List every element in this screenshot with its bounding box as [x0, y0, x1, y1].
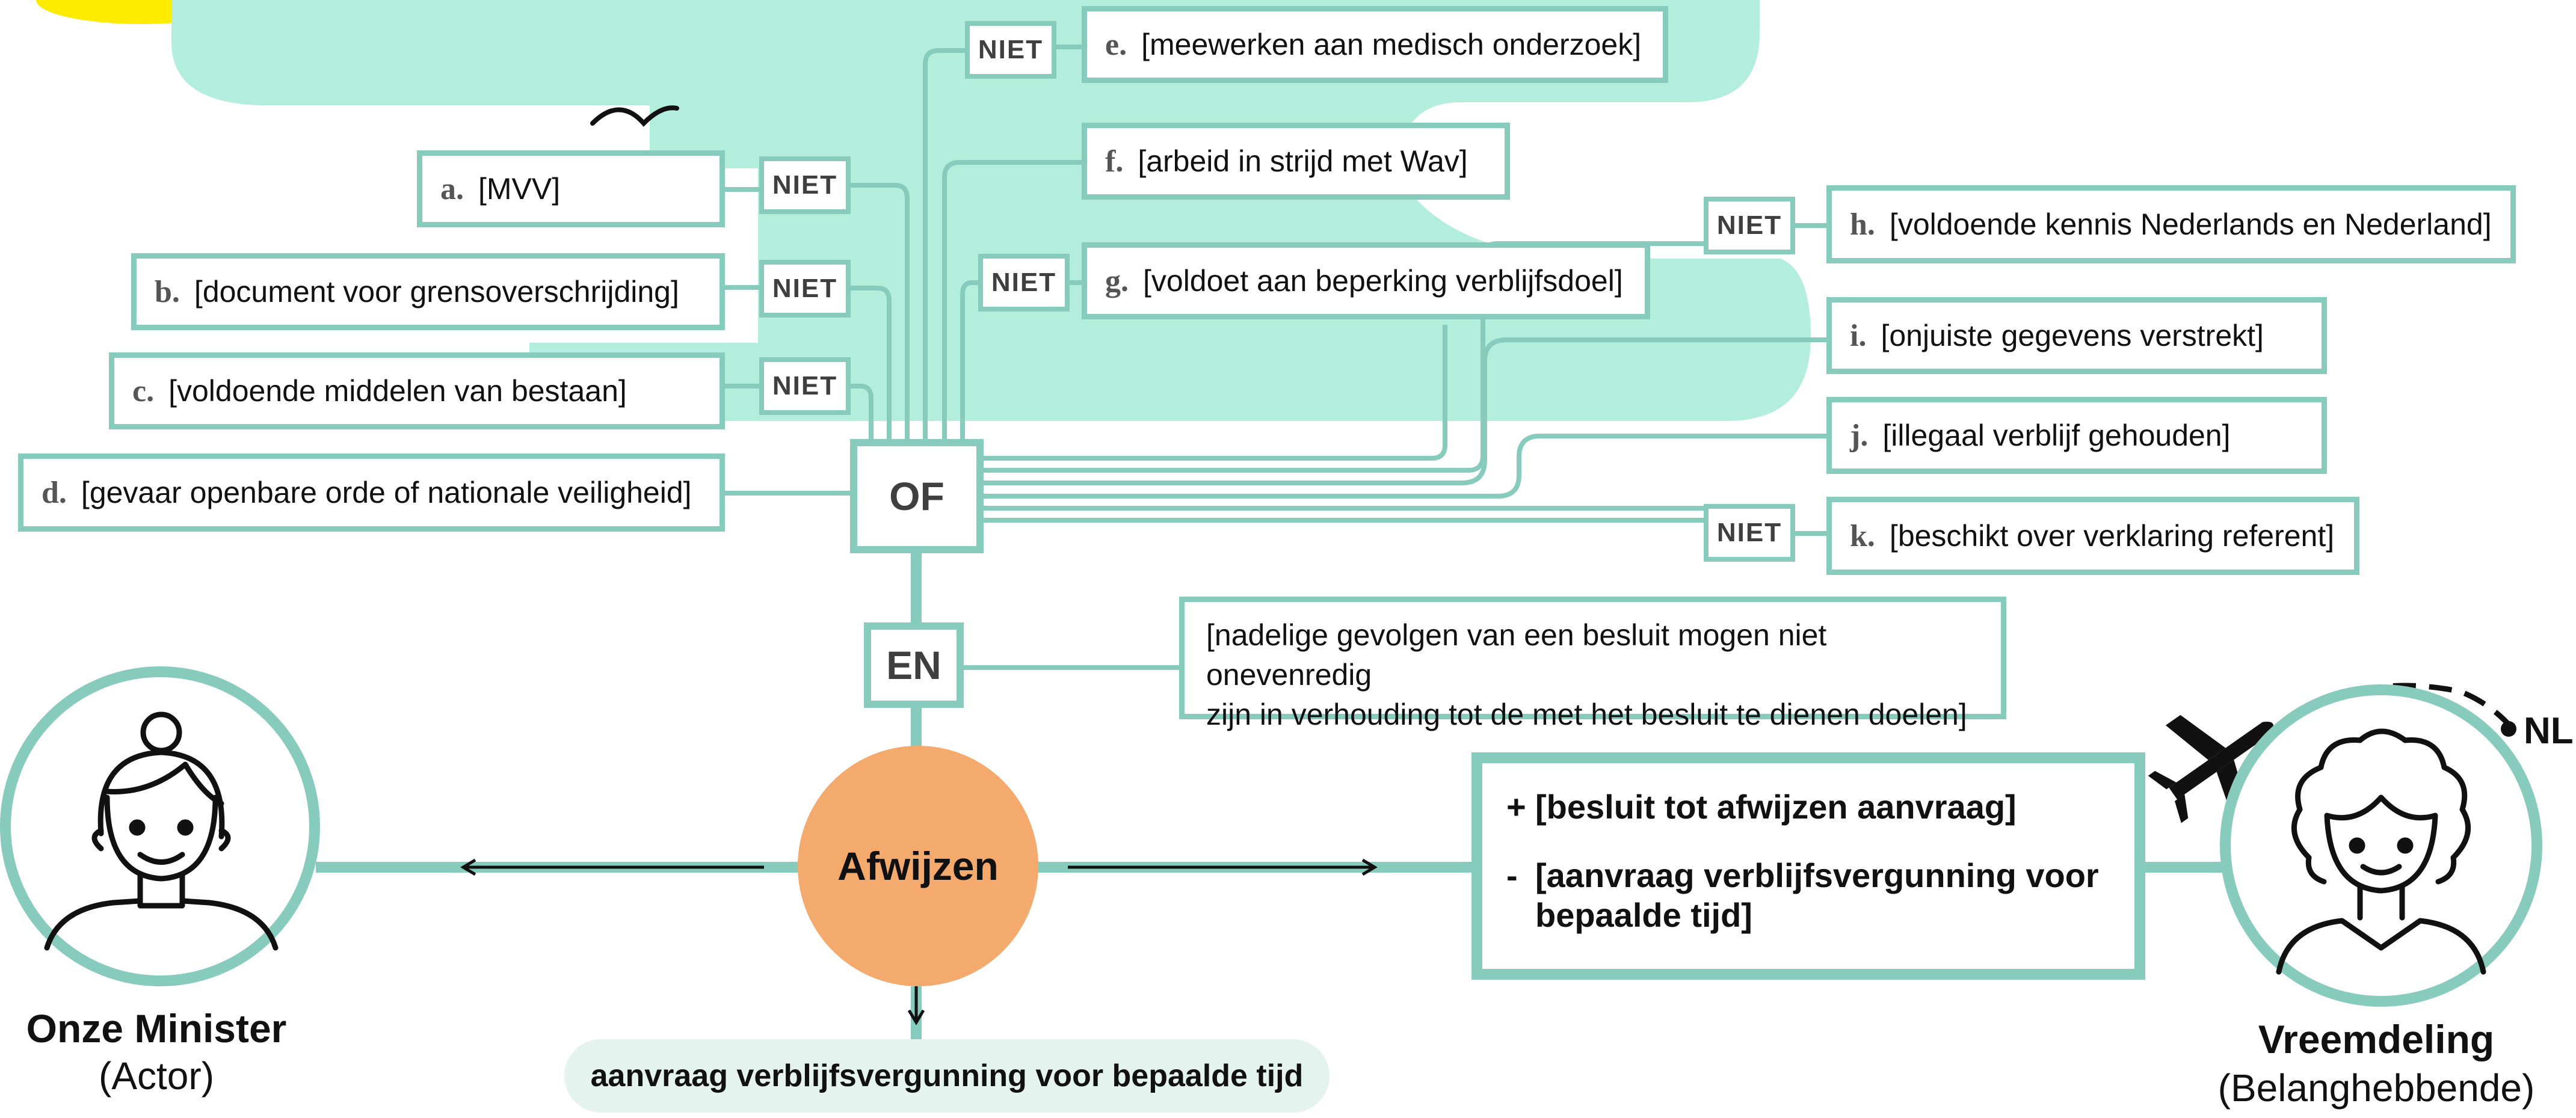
condition-h-text: [voldoende kennis Nederlands en Nederlan…: [1889, 207, 2492, 241]
niet-e: NIET: [965, 21, 1056, 79]
condition-g: g. [voldoet aan beperking verblijfsdoel]: [1082, 242, 1650, 319]
or-operator: OF: [850, 439, 984, 553]
condition-h: h. [voldoende kennis Nederlands en Neder…: [1826, 185, 2516, 263]
and-operator: EN: [864, 622, 964, 708]
niet-g: NIET: [978, 254, 1070, 312]
result-minus-text: [aanvraag verblijfsvergunning voor bepaa…: [1535, 856, 2099, 935]
condition-a: a. [MVV]: [417, 150, 725, 227]
proportionality-condition: [nadelige gevolgen van een besluit mogen…: [1179, 597, 2006, 731]
result-minus-line-2: bepaalde tijd]: [1535, 896, 1752, 934]
destination-label: NL: [2524, 710, 2574, 752]
condition-i-text: [onjuiste gegevens verstrekt]: [1881, 319, 2264, 352]
condition-k-text: [beschikt over verklaring referent]: [1889, 519, 2335, 553]
niet-b: NIET: [759, 260, 851, 318]
minister-avatar-icon: [44, 711, 279, 951]
condition-f-text: [arbeid in strijd met Wav]: [1138, 144, 1468, 178]
flow-arrows: [460, 858, 1378, 1025]
minus-sign: -: [1506, 856, 1518, 894]
niet-c: NIET: [759, 357, 851, 415]
bird-icon: [590, 105, 679, 127]
condition-j: j. [illegaal verblijf gehouden]: [1826, 397, 2327, 474]
stakeholder-name: Vreemdeling: [2258, 1017, 2495, 1061]
condition-b: b. [document voor grensoverschrijding]: [131, 253, 725, 330]
condition-f-letter: f.: [1105, 144, 1124, 179]
actor-name: Onze Minister: [26, 1006, 287, 1051]
condition-j-letter: j.: [1850, 418, 1869, 453]
condition-k-letter: k.: [1850, 518, 1875, 553]
result-plus-row: + [besluit tot afwijzen aanvraag]: [1506, 787, 2110, 827]
condition-i-letter: i.: [1850, 318, 1867, 353]
condition-e-letter: e.: [1105, 27, 1127, 62]
proportionality-line-2: zijn in verhouding tot de met het beslui…: [1206, 698, 1967, 731]
condition-c-letter: c.: [132, 373, 155, 408]
result-box: + [besluit tot afwijzen aanvraag] - [aan…: [1471, 752, 2145, 980]
destination-dot: [2501, 721, 2516, 737]
actor-role: (Actor): [99, 1054, 214, 1098]
niet-a: NIET: [759, 156, 851, 214]
condition-e: e. [meewerken aan medisch onderzoek]: [1082, 6, 1668, 83]
condition-d-letter: d.: [42, 475, 67, 510]
decision-afwijzen: Afwijzen: [798, 746, 1038, 986]
condition-d: d. [gevaar openbare orde of nationale ve…: [18, 453, 725, 532]
object-label: aanvraag verblijfsvergunning voor bepaal…: [564, 1039, 1330, 1113]
condition-e-text: [meewerken aan medisch onderzoek]: [1141, 28, 1642, 61]
niet-h: NIET: [1704, 197, 1795, 254]
condition-b-text: [document voor grensoverschrijding]: [194, 275, 679, 309]
proportionality-line-1: [nadelige gevolgen van een besluit mogen…: [1206, 618, 1827, 692]
condition-b-letter: b.: [155, 274, 180, 309]
condition-j-text: [illegaal verblijf gehouden]: [1882, 419, 2231, 452]
condition-i: i. [onjuiste gegevens verstrekt]: [1826, 297, 2327, 374]
foreigner-avatar: [2220, 684, 2542, 1007]
niet-k: NIET: [1704, 504, 1795, 562]
condition-f: f. [arbeid in strijd met Wav]: [1082, 123, 1510, 200]
foreigner-avatar-icon: [2276, 728, 2486, 975]
condition-g-letter: g.: [1105, 263, 1129, 298]
stakeholder-role: (Belanghebbende): [2217, 1066, 2535, 1110]
condition-a-letter: a.: [440, 171, 464, 206]
result-plus-text: [besluit tot afwijzen aanvraag]: [1535, 788, 2017, 826]
result-minus-row: - [aanvraag verblijfsvergunning voor bep…: [1506, 856, 2110, 935]
result-minus-line-1: [aanvraag verblijfsvergunning voor: [1535, 856, 2099, 894]
minister-avatar: [0, 666, 320, 986]
condition-h-letter: h.: [1850, 207, 1875, 242]
plus-sign: +: [1506, 788, 1526, 826]
condition-g-text: [voldoet aan beperking verblijfsdoel]: [1143, 264, 1623, 298]
condition-c-text: [voldoende middelen van bestaan]: [168, 374, 627, 408]
condition-c: c. [voldoende middelen van bestaan]: [109, 352, 725, 429]
condition-k: k. [beschikt over verklaring referent]: [1826, 497, 2359, 575]
condition-d-text: [gevaar openbare orde of nationale veili…: [81, 476, 692, 509]
condition-a-text: [MVV]: [478, 172, 561, 206]
